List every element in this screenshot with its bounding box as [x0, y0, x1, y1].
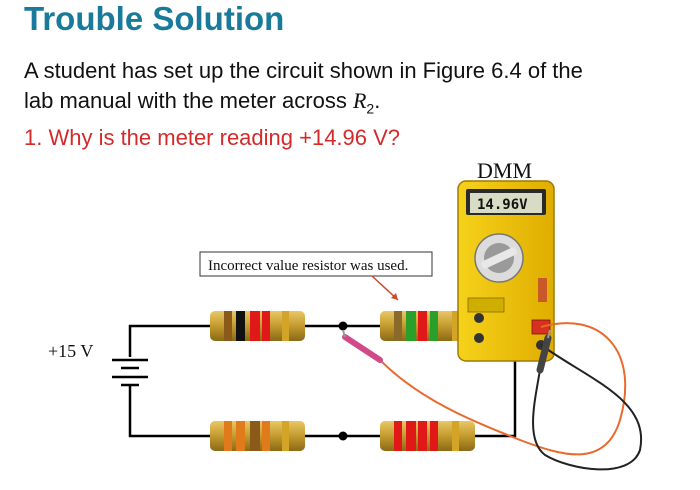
- dmm-jack-10a: [474, 313, 484, 323]
- dmm-jack-ma: [474, 333, 484, 343]
- description-line-2: lab manual with the meter across: [24, 88, 353, 113]
- battery-symbol: [112, 358, 148, 395]
- description-line-1: A student has set up the circuit shown i…: [24, 58, 583, 83]
- dmm-label: DMM: [477, 158, 532, 183]
- resistor-subscript: 2: [366, 100, 375, 117]
- callout-box: Incorrect value resistor was used.: [199, 251, 433, 301]
- red-probe-lead: [379, 322, 627, 456]
- junction-dot-bottom: [338, 431, 348, 441]
- question-1: 1. Why is the meter reading +14.96 V?: [24, 125, 401, 150]
- black-probe-lead: [532, 344, 643, 471]
- source-voltage-label: +15 V: [48, 341, 93, 361]
- dmm-display: [470, 193, 542, 213]
- resistor-r3: [380, 421, 475, 451]
- callout-text: Incorrect value resistor was used.: [208, 258, 408, 274]
- resistor-r1: [210, 311, 305, 341]
- dmm-meter: 14.96V: [457, 180, 555, 362]
- problem-description: A student has set up the circuit shown i…: [24, 56, 674, 123]
- pink-probe: [342, 329, 383, 363]
- black-probe: [536, 329, 552, 374]
- description-line-2-end: .: [374, 88, 381, 113]
- page-title: Trouble Solution: [24, 0, 285, 37]
- resistor-symbol: R: [352, 88, 367, 113]
- resistor-r4: [210, 421, 305, 451]
- junction-dot-top: [338, 321, 348, 331]
- dmm-reading: 14.96V: [477, 197, 528, 213]
- resistor-r2: [380, 311, 475, 341]
